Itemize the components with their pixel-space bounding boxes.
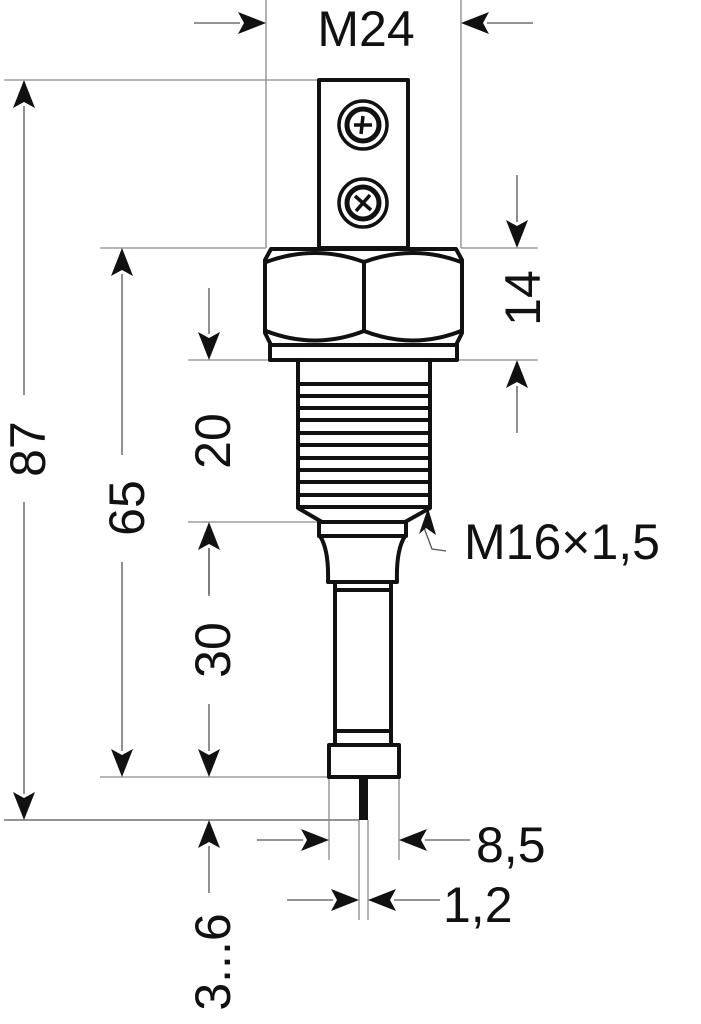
base-block — [327, 743, 401, 779]
length-below-hex-label: 65 — [99, 480, 155, 536]
dimension-shank-length: 30 — [185, 548, 241, 777]
arrow-down-icon — [198, 749, 220, 777]
shank — [333, 580, 393, 747]
terminal-block — [317, 78, 410, 250]
dimension-electrode-diameter: 1,2 — [287, 877, 513, 933]
arrow-left-icon — [368, 889, 396, 911]
callout-thread-spec: M16×1,5 — [419, 508, 660, 570]
extension-lines — [4, 0, 538, 920]
arrow-up-icon — [198, 820, 220, 848]
dimension-total-length: 87 — [0, 80, 56, 820]
thread-spec-label: M16×1,5 — [464, 514, 660, 570]
arrow-up-icon — [13, 80, 35, 108]
arrow-right-icon — [301, 829, 329, 851]
dimension-length-below-hex: 65 — [99, 248, 155, 777]
dimension-hex-height: 14 — [495, 175, 551, 433]
phillips-screw-icon — [337, 177, 389, 229]
phillips-screw-icon — [337, 99, 389, 151]
hex-width-label: M24 — [317, 1, 414, 57]
dimension-base-diameter: 8,5 — [257, 817, 546, 873]
collar — [317, 520, 408, 584]
electrode-diameter-label: 1,2 — [443, 877, 513, 933]
arrow-up-icon — [198, 522, 220, 550]
electrode-tip — [359, 777, 368, 820]
thread — [296, 358, 432, 524]
arrow-down-icon — [506, 220, 528, 248]
total-length-label: 87 — [0, 421, 56, 477]
arrow-down-icon — [198, 332, 220, 360]
arrow-right-icon — [331, 889, 359, 911]
arrow-up-icon — [506, 360, 528, 388]
arrow-leader-icon — [419, 508, 436, 535]
arrow-down-icon — [13, 792, 35, 820]
base-diameter-label: 8,5 — [476, 817, 546, 873]
electrode-protrusion-label: 3...6 — [185, 913, 241, 1010]
arrow-right-icon — [238, 12, 266, 34]
shank-length-label: 30 — [185, 622, 241, 678]
arrow-left-icon — [399, 829, 427, 851]
hex-height-label: 14 — [495, 270, 551, 326]
dimension-thread-length: 20 — [185, 288, 241, 594]
arrow-down-icon — [111, 749, 133, 777]
arrow-left-icon — [461, 12, 489, 34]
dimension-hex-width: M24 — [194, 1, 533, 57]
thread-length-label: 20 — [185, 413, 241, 469]
arrow-up-icon — [111, 248, 133, 276]
hex-nut — [263, 247, 464, 362]
dimension-electrode-protrusion: 3...6 — [185, 820, 241, 1011]
